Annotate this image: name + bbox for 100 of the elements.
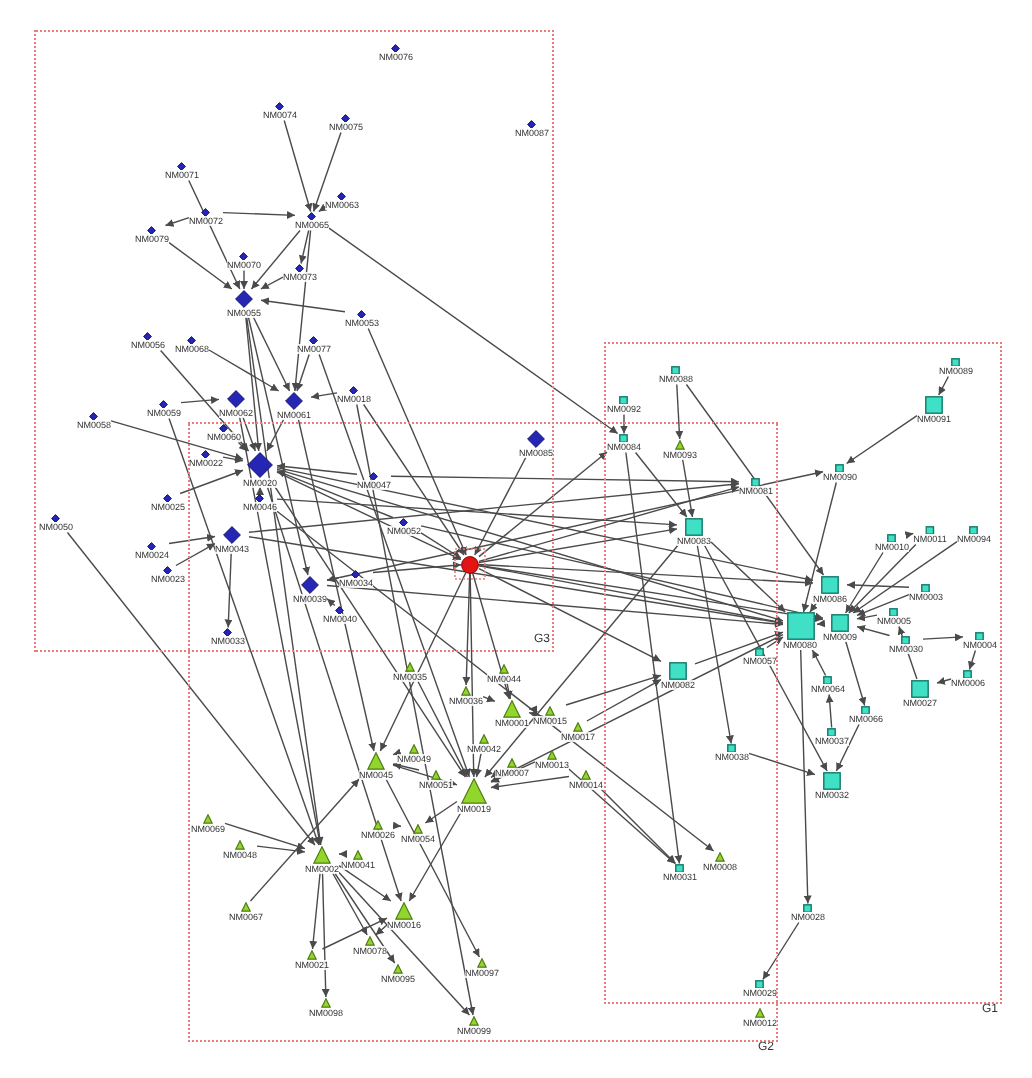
arrow xyxy=(478,563,814,587)
arrow xyxy=(392,821,402,830)
arrow xyxy=(247,316,310,576)
arrow xyxy=(222,211,296,220)
arrow xyxy=(318,353,471,778)
arrow xyxy=(625,451,683,865)
arrow xyxy=(748,752,816,776)
arrow xyxy=(224,822,306,851)
arrow xyxy=(620,413,628,435)
arrow xyxy=(478,485,740,563)
arrow xyxy=(825,693,834,729)
arrow xyxy=(846,581,910,590)
arrow xyxy=(276,510,715,852)
arrow xyxy=(385,778,481,958)
arrow xyxy=(168,533,216,545)
arrow xyxy=(844,640,867,707)
arrow xyxy=(675,383,684,440)
arrow xyxy=(462,572,471,686)
arrow xyxy=(417,680,468,778)
arrow xyxy=(478,567,662,663)
arrow xyxy=(766,636,784,649)
arrow xyxy=(568,768,676,865)
arrow xyxy=(844,551,884,614)
arrow xyxy=(852,540,958,614)
arrow xyxy=(309,872,321,950)
arrow xyxy=(326,574,340,583)
arrow xyxy=(175,542,216,567)
arrow xyxy=(252,316,291,392)
arrow xyxy=(180,396,220,405)
arrow xyxy=(291,229,312,392)
arrow xyxy=(326,598,336,607)
arrow xyxy=(856,613,878,622)
arrow xyxy=(245,316,262,452)
arrow xyxy=(321,872,330,998)
arrow xyxy=(362,403,465,556)
arrow xyxy=(696,544,734,745)
arrow xyxy=(310,391,338,400)
arrow xyxy=(328,227,619,435)
arrow xyxy=(318,203,328,213)
arrow xyxy=(256,486,264,495)
arrow xyxy=(856,624,891,637)
arrow xyxy=(856,594,910,617)
arrow xyxy=(168,417,320,846)
arrow xyxy=(482,694,496,703)
arrow xyxy=(356,403,476,1016)
arrow xyxy=(424,800,458,824)
arrow xyxy=(392,748,402,757)
arrow xyxy=(208,349,280,392)
arrow xyxy=(66,531,316,846)
arrow xyxy=(968,649,977,671)
arrow xyxy=(372,561,462,574)
arrow xyxy=(762,921,800,981)
arrow xyxy=(600,788,677,865)
arrow xyxy=(392,761,420,771)
arrow xyxy=(471,572,511,700)
arrow xyxy=(297,418,377,752)
arrow xyxy=(242,416,257,452)
arrow xyxy=(367,327,467,556)
arrow xyxy=(484,544,679,778)
arrow xyxy=(490,775,570,791)
arrow xyxy=(469,572,478,778)
arrow xyxy=(936,676,952,685)
arrow xyxy=(809,602,818,613)
arrow xyxy=(420,525,824,621)
arrow xyxy=(237,441,248,452)
arrow xyxy=(276,470,394,519)
arrow xyxy=(478,564,824,623)
arrow xyxy=(250,229,301,290)
arrow xyxy=(245,316,324,846)
arrow xyxy=(848,543,917,614)
arrow xyxy=(248,536,784,626)
arrow xyxy=(326,584,784,628)
arrow xyxy=(478,526,678,564)
arrow xyxy=(276,462,358,475)
arrow xyxy=(298,229,310,265)
arrow xyxy=(801,481,838,613)
arrow xyxy=(248,480,740,534)
arrow xyxy=(420,532,462,559)
arrow xyxy=(938,375,950,396)
arrow xyxy=(276,468,784,623)
arrow xyxy=(321,917,388,950)
arrow xyxy=(274,486,467,778)
arrow xyxy=(474,456,527,556)
arrow xyxy=(276,498,678,529)
arrow xyxy=(490,769,500,779)
arrow xyxy=(681,458,696,518)
arrow xyxy=(188,179,241,290)
arrow xyxy=(703,544,828,772)
arrow xyxy=(160,349,250,452)
arrow xyxy=(811,649,827,677)
arrow xyxy=(922,633,964,642)
arrow xyxy=(634,451,688,518)
arrow xyxy=(392,764,458,787)
arrow xyxy=(266,486,403,902)
arrow xyxy=(408,812,462,902)
arrow xyxy=(694,631,784,665)
arrow xyxy=(904,531,915,540)
arrow xyxy=(474,752,482,778)
arrow xyxy=(283,119,313,213)
arrow xyxy=(260,276,284,290)
